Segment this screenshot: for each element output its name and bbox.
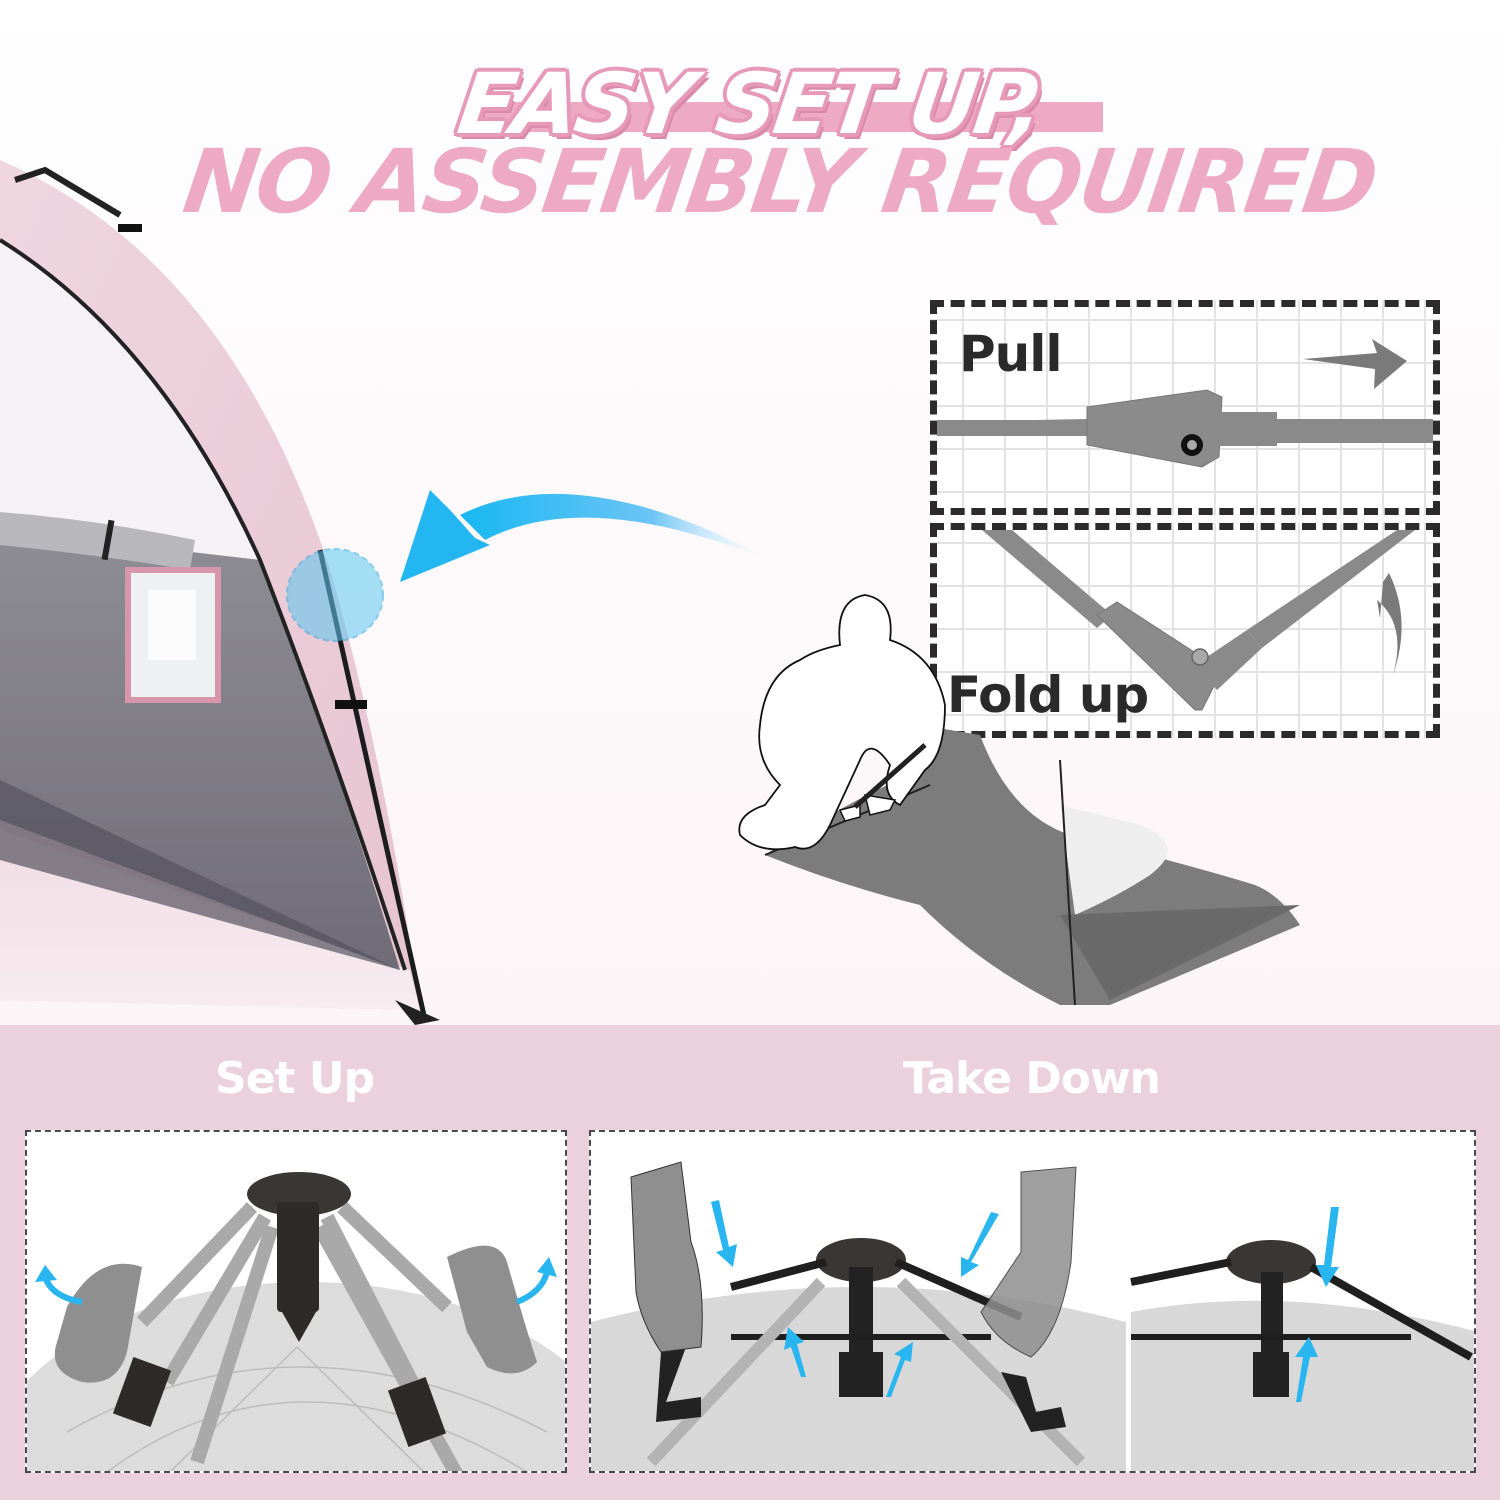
arrow-right-icon [1303,339,1407,389]
tent-hub-takedown-illustration [591,1132,1474,1471]
pull-diagram-panel: Pull [930,300,1440,515]
hero-section: EASY SET UP, NO ASSEMBLY REQUIRED [0,0,1500,1025]
headline-highlight-bar [471,102,1103,132]
steps-section: Set Up Take Down [0,1025,1500,1500]
fold-diagram-panel: Fold up [930,523,1440,738]
setup-illustration-box [25,1130,567,1473]
curved-arrow-left-icon [400,490,780,582]
curved-arrow-up-icon [1377,573,1402,675]
person-folding-tent-illustration [738,594,1300,1006]
pole-joint-straight-illustration [937,389,1433,468]
setup-heading: Set Up [215,1053,375,1104]
takedown-heading: Take Down [903,1053,1161,1104]
tent-hub-setup-illustration [27,1172,565,1471]
blue-direction-arrows [711,1200,1339,1402]
fold-up-label: Fold up [947,666,1149,724]
tent-image [0,160,440,1025]
takedown-illustration-box [589,1130,1476,1473]
pull-label: Pull [959,325,1063,383]
pole-joint-folded-illustration [982,530,1415,711]
